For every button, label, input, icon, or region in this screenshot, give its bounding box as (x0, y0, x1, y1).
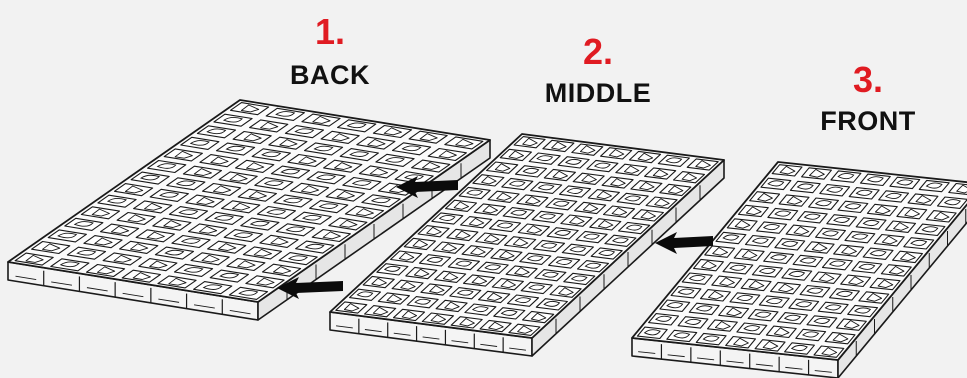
step-1-label: BACK (290, 60, 370, 90)
step-2-number: 2. (582, 31, 614, 72)
tile-middle (329, 133, 725, 357)
arrow-left-icon (396, 176, 458, 198)
step-2-label: MIDDLE (544, 78, 652, 108)
arrow-left-icon (655, 232, 713, 254)
step-1-number: 1. (314, 11, 346, 52)
arrow-left-icon (277, 277, 343, 299)
tile-front (631, 161, 967, 378)
step-3-number: 3. (852, 59, 884, 100)
step-3-label: FRONT (820, 106, 916, 136)
